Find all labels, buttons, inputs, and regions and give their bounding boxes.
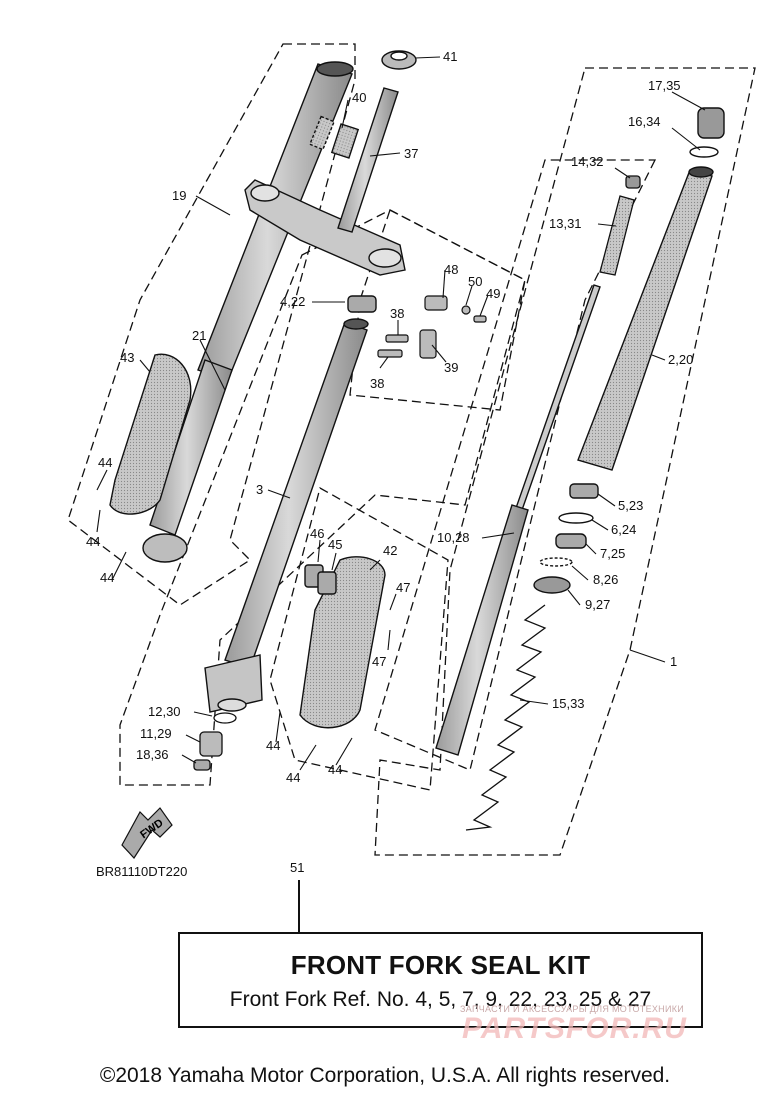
seals-5-9 bbox=[533, 483, 599, 594]
axle-holder-parts-11-12-18 bbox=[193, 712, 237, 771]
outer-tube-group-outline bbox=[67, 43, 356, 606]
callout-40: 40 bbox=[352, 90, 366, 105]
callout-3: 3 bbox=[256, 482, 263, 497]
leader-lines bbox=[96, 56, 706, 932]
seal-kit-subtitle: Front Fork Ref. No. 4, 5, 7, 9, 22, 23, … bbox=[229, 988, 652, 1011]
callout-6-24: 6,24 bbox=[611, 522, 636, 537]
seal-kit-box: FRONT FORK SEAL KIT Front Fork Ref. No. … bbox=[178, 932, 703, 1028]
triple-clamp bbox=[244, 179, 406, 276]
callout-labels: 41 40 37 19 21 43 44 44 44 4,22 48 50 49… bbox=[86, 49, 693, 875]
guard-43 bbox=[109, 353, 192, 515]
callout-44-f: 44 bbox=[328, 762, 342, 777]
callout-49: 49 bbox=[486, 286, 500, 301]
damper-inner-outline bbox=[374, 159, 657, 771]
damper-rod-10-28 bbox=[435, 284, 601, 756]
callout-47-b: 47 bbox=[372, 654, 386, 669]
outer-tube-2-20 bbox=[577, 166, 714, 471]
callout-43: 43 bbox=[120, 350, 134, 365]
callout-51: 51 bbox=[290, 860, 304, 875]
copyright-notice: ©2018 Yamaha Motor Corporation, U.S.A. A… bbox=[99, 1064, 671, 1087]
callout-9-27: 9,27 bbox=[585, 597, 610, 612]
callout-1: 1 bbox=[670, 654, 677, 669]
inner-tube-3 bbox=[204, 318, 369, 713]
document-id: BR81110DT220 bbox=[96, 864, 188, 879]
callout-18-36: 18,36 bbox=[136, 747, 169, 762]
callout-39: 39 bbox=[444, 360, 458, 375]
callout-42: 42 bbox=[383, 543, 397, 558]
callout-44-d: 44 bbox=[266, 738, 280, 753]
callout-45: 45 bbox=[328, 537, 342, 552]
guard-group-outline bbox=[269, 487, 449, 791]
guard-42 bbox=[299, 556, 386, 729]
callout-5-23: 5,23 bbox=[618, 498, 643, 513]
bushing-4-22 bbox=[347, 295, 377, 313]
callout-16-34: 16,34 bbox=[628, 114, 661, 129]
callout-11-29: 11,29 bbox=[140, 726, 172, 741]
watermark-tagline: ЗАПЧАСТИ И АКСЕССУАРЫ ДЛЯ МОТОТЕХНИКИ bbox=[460, 1004, 685, 1014]
callout-44-c: 44 bbox=[100, 570, 114, 585]
callout-15-33: 15,33 bbox=[552, 696, 585, 711]
watermark-logo: PARTSFOR.RU bbox=[462, 1012, 687, 1045]
callout-46: 46 bbox=[310, 526, 324, 541]
cap-parts-14-13 bbox=[599, 175, 641, 276]
fork-cap-17-35 bbox=[689, 107, 725, 158]
spring-15-33 bbox=[465, 604, 547, 831]
lower-tube-section bbox=[142, 359, 233, 563]
callout-2-20: 2,20 bbox=[668, 352, 693, 367]
callout-4-22: 4,22 bbox=[280, 294, 305, 309]
callout-41: 41 bbox=[443, 49, 457, 64]
callout-7-25: 7,25 bbox=[600, 546, 625, 561]
steering-stem-37 bbox=[330, 50, 417, 233]
upper-bracket-outline bbox=[349, 209, 526, 411]
callout-38-a: 38 bbox=[390, 306, 404, 321]
callout-13-31: 13,31 bbox=[549, 216, 582, 231]
callout-19: 19 bbox=[172, 188, 186, 203]
callout-14-32: 14,32 bbox=[571, 154, 604, 169]
callout-44-e: 44 bbox=[286, 770, 300, 785]
callout-12-30: 12,30 bbox=[148, 704, 181, 719]
callout-38-b: 38 bbox=[370, 376, 384, 391]
fwd-arrow: FWD bbox=[121, 807, 173, 859]
callout-47-a: 47 bbox=[396, 580, 410, 595]
group-outlines bbox=[67, 43, 756, 856]
callout-44-b: 44 bbox=[86, 534, 100, 549]
callout-8-26: 8,26 bbox=[593, 572, 618, 587]
callout-48: 48 bbox=[444, 262, 458, 277]
callout-21: 21 bbox=[192, 328, 206, 343]
clamp-bolts-38-39 bbox=[377, 295, 487, 359]
callout-50: 50 bbox=[468, 274, 482, 289]
damper-group-outline bbox=[374, 67, 756, 856]
seal-kit-title: FRONT FORK SEAL KIT bbox=[290, 950, 591, 980]
callout-37: 37 bbox=[404, 146, 418, 161]
callout-44-a: 44 bbox=[98, 455, 112, 470]
callout-17-35: 17,35 bbox=[648, 78, 681, 93]
callout-10-28: 10,28 bbox=[437, 530, 470, 545]
